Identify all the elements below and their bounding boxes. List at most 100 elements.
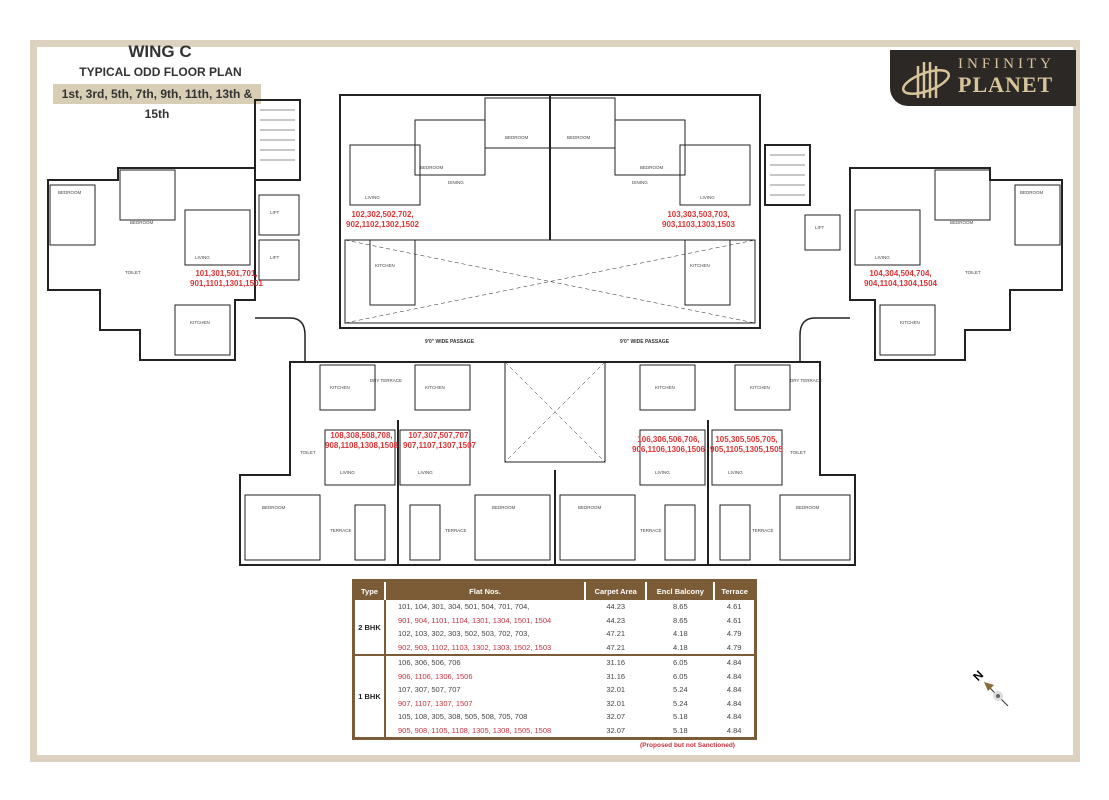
right-lift (804, 214, 841, 251)
north-label: N (970, 668, 986, 684)
encl-balcony-cell: 5.24 (673, 685, 688, 695)
carpet-area-cell: 32.01 (606, 685, 626, 695)
carpet-area-cell: 32.01 (606, 698, 626, 708)
header-carpet-area: Carpet Area (583, 580, 647, 600)
room-label-kitchen: KITCHEN (690, 263, 710, 268)
encl-balcony-cell: 6.05 (646, 654, 715, 670)
room-label-living: LIVING (700, 195, 715, 200)
unit-label-106: 106,306,506,706,906,1106,1306,1506 (632, 435, 705, 455)
table-row: 905, 908, 1105, 1108, 1305, 1308, 1505, … (354, 724, 756, 739)
logo-text-line1: INFINITY (958, 56, 1055, 72)
proposed-note: (Proposed but not Sanctioned) (640, 742, 735, 749)
unit-label-line: 906,1106,1306,1506 (632, 445, 705, 454)
unit-label-104: 104,304,504,704,904,1104,1304,1504 (864, 269, 937, 289)
flat-nos-cell: 102, 103, 302, 303, 502, 503, 702, 703, (398, 629, 530, 639)
room-label-bedroom: BEDROOM (492, 505, 516, 510)
flat-nos-cell: 902, 903, 1102, 1103, 1302, 1303, 1502, … (398, 642, 552, 652)
passage-label-right: 9'0" WIDE PASSAGE (620, 339, 670, 345)
unit-label-line: 105,305,505,705, (715, 435, 778, 444)
floors-label: 1st, 3rd, 5th, 7th, 9th, 11th, 13th & 15… (53, 84, 261, 121)
encl-balcony-cell: 5.18 (673, 725, 688, 735)
bottom-block (239, 361, 856, 566)
unit-label-108: 108,308,508,708,908,1108,1308,1508 (325, 431, 398, 451)
room-label-living: LIVING (655, 470, 670, 475)
unit-label-line: 908,1108,1308,1508 (325, 441, 398, 450)
flat-nos-cell: 901, 904, 1101, 1104, 1301, 1304, 1501, … (398, 615, 552, 625)
room-label-living: LIVING (728, 470, 743, 475)
encl-balcony-cell: 8.65 (673, 615, 688, 625)
room-label-terrace: TERRACE (640, 528, 662, 533)
table-header-row: Type Flat Nos. Carpet Area Encl Balcony … (353, 580, 756, 600)
terrace-cell: 4.84 (726, 698, 742, 708)
flat-nos-cell: 106, 306, 506, 706 (385, 654, 585, 670)
encl-balcony-cell: 4.18 (673, 642, 688, 652)
room-label-dry-terrace: DRY TERRACE (370, 378, 403, 383)
table-row: 901, 904, 1101, 1104, 1301, 1304, 1501, … (354, 614, 756, 628)
table-row: 902, 903, 1102, 1103, 1302, 1303, 1502, … (354, 641, 756, 656)
type-cell: 1 BHK (353, 654, 386, 739)
flat-nos-cell: 907, 1107, 1307, 1507 (398, 698, 473, 708)
header-flat-nos: Flat Nos. (384, 580, 585, 600)
unit-label-line: 102,302,502,702, (351, 210, 414, 219)
room-label-living: LIVING (875, 255, 890, 260)
unit-label-102: 102,302,502,702,902,1102,1302,1502 (346, 210, 419, 230)
flat-nos-cell: 905, 908, 1105, 1108, 1305, 1308, 1505, … (398, 725, 552, 735)
carpet-area-cell: 31.16 (606, 671, 626, 681)
table-row: 102, 103, 302, 303, 502, 503, 702, 703, 4… (354, 627, 756, 641)
unit-label-103: 103,303,503,703,903,1103,1303,1503 (662, 210, 735, 230)
flat-nos-cell: 105, 108, 305, 308, 505, 508, 705, 708 (398, 712, 528, 722)
left-wing-unit (47, 167, 256, 361)
header-type: Type (353, 580, 385, 600)
logo-text-line2: PLANET (958, 72, 1054, 97)
flat-nos-cell: 107, 307, 507, 707 (398, 685, 461, 695)
table-row: 105, 108, 305, 308, 505, 508, 705, 708 32… (354, 710, 756, 724)
room-label-toilet: TOILET (125, 270, 141, 275)
type-cell: 2 BHK (353, 600, 386, 655)
unit-label-line: 106,306,506,706, (637, 435, 700, 444)
carpet-area-cell: 32.07 (606, 712, 626, 722)
header-terrace: Terrace (713, 580, 756, 600)
lift-2 (258, 239, 300, 281)
plan-title: TYPICAL ODD FLOOR PLAN (79, 65, 242, 79)
terrace-cell: 4.79 (726, 629, 742, 639)
unit-label-line: 103,303,503,703, (667, 210, 730, 219)
room-label-kitchen: KITCHEN (190, 320, 210, 325)
carpet-area-cell: 47.21 (606, 642, 626, 652)
room-label-kitchen: KITCHEN (750, 385, 770, 390)
room-label-kitchen: KITCHEN (330, 385, 350, 390)
unit-label-line: 904,1104,1304,1504 (864, 279, 937, 288)
page-frame (30, 40, 1080, 762)
encl-balcony-cell: 6.05 (673, 671, 688, 681)
unit-label-line: 108,308,508,708, (330, 431, 393, 440)
left-staircase (254, 99, 301, 181)
room-label-bedroom: BEDROOM (505, 135, 529, 140)
room-label-bedroom: BEDROOM (262, 505, 286, 510)
room-label-living: LIVING (340, 470, 355, 475)
terrace-cell: 4.79 (726, 642, 742, 652)
carpet-area-cell: 31.16 (585, 654, 647, 670)
room-label-terrace: TERRACE (752, 528, 774, 533)
room-label-toilet: TOILET (300, 450, 316, 455)
flat-nos-cell: 906, 1106, 1306, 1506 (398, 671, 473, 681)
room-label-kitchen: KITCHEN (375, 263, 395, 268)
unit-label-line: 901,1101,1301,1501 (190, 279, 263, 288)
terrace-cell: 4.61 (726, 615, 742, 625)
unit-label-line: 902,1102,1302,1502 (346, 220, 419, 229)
room-label-bedroom: BEDROOM (58, 190, 82, 195)
top-court (344, 239, 756, 324)
right-wing-unit (849, 167, 1063, 361)
room-label-toilet: TOILET (965, 270, 981, 275)
terrace-cell: 4.61 (726, 602, 742, 612)
unit-label-line: 907,1107,1307,1507 (403, 441, 476, 450)
room-label-dry-terrace: DRY TERRACE (790, 378, 823, 383)
unit-label-101: 101,301,501,701,901,1101,1301,1501 (190, 269, 263, 289)
carpet-area-cell: 44.23 (606, 602, 626, 612)
right-staircase (764, 144, 811, 206)
lift-1 (258, 194, 300, 236)
infinity-planet-logo: INFINITY PLANET (890, 50, 1076, 106)
unit-label-line: 905,1105,1305,1505 (710, 445, 783, 454)
room-label-living: LIVING (195, 255, 210, 260)
room-label-bedroom: BEDROOM (1020, 190, 1044, 195)
